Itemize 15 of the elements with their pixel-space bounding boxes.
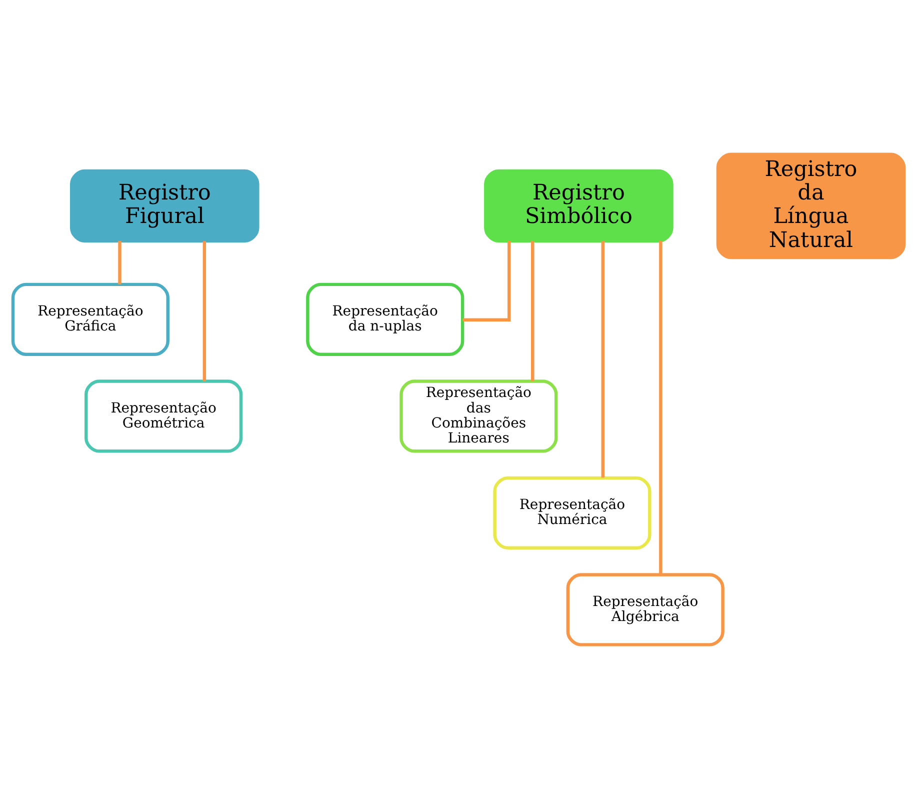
connector: [202, 241, 206, 382]
node-box: Representação das Combinações Lineares: [400, 380, 558, 453]
node-box: Registro Simbólico: [484, 169, 674, 242]
node-box: Registro Figural: [70, 169, 260, 242]
node-box: Representação Algébrica: [566, 573, 724, 646]
connector: [659, 241, 662, 575]
connector: [531, 241, 534, 382]
connector: [601, 241, 604, 478]
node-box: Representação da n-uplas: [306, 282, 464, 356]
connector: [118, 240, 122, 284]
node-box: Representação Geométrica: [84, 380, 243, 453]
node-box: Registro da Língua Natural: [716, 152, 906, 260]
node-box: Representação Numérica: [493, 476, 652, 550]
node-box: Representação Gráfica: [11, 282, 170, 356]
connector: [462, 241, 511, 322]
